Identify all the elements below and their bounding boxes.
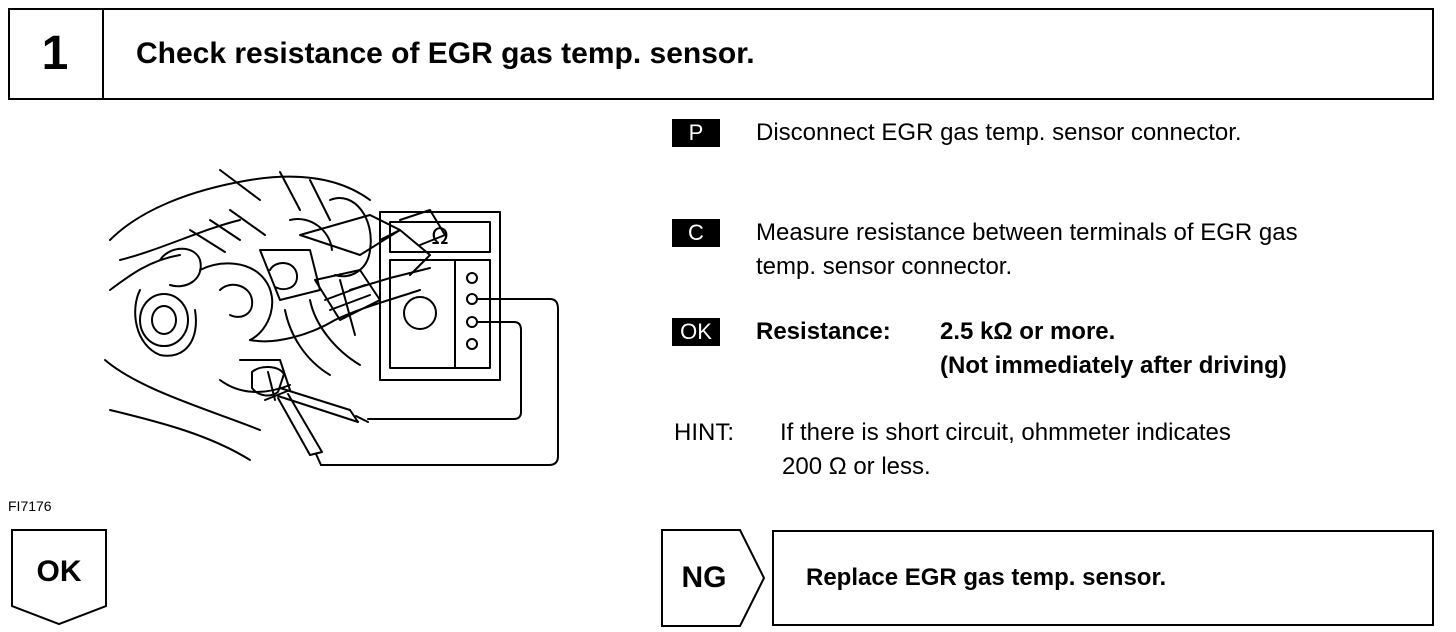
- step-number: 1: [8, 8, 104, 100]
- ok-result-shape: [11, 529, 107, 626]
- ng-action-text: Replace EGR gas temp. sensor.: [806, 564, 1167, 591]
- ok-tag: OK: [672, 318, 720, 346]
- prepare-tag: P: [672, 119, 720, 147]
- hint-text-line1: If there is short circuit, ohmmeter indi…: [780, 419, 1231, 446]
- figure-id: FI7176: [8, 498, 52, 514]
- hint-label: HINT:: [674, 419, 734, 446]
- step-title: Check resistance of EGR gas temp. sensor…: [136, 37, 755, 70]
- ng-action-box: [772, 530, 1434, 626]
- resistance-condition: (Not immediately after driving): [940, 352, 1287, 379]
- ok-result-label: OK: [36, 555, 82, 588]
- check-text-line1: Measure resistance between terminals of …: [756, 219, 1298, 246]
- check-tag: C: [672, 219, 720, 247]
- check-text-line2: temp. sensor connector.: [756, 253, 1013, 280]
- engine-ohmmeter-illustration: Ω: [104, 169, 559, 466]
- ng-result-label: NG: [681, 561, 727, 594]
- prepare-text: Disconnect EGR gas temp. sensor connecto…: [756, 119, 1242, 146]
- resistance-label: Resistance:: [756, 318, 891, 345]
- resistance-value: 2.5 kΩ or more.: [940, 318, 1116, 345]
- ng-result-shape: [661, 529, 766, 627]
- hint-text-line2: 200 Ω or less.: [782, 453, 931, 480]
- meter-omega-symbol: Ω: [432, 225, 449, 250]
- step-header-box: [8, 8, 1434, 100]
